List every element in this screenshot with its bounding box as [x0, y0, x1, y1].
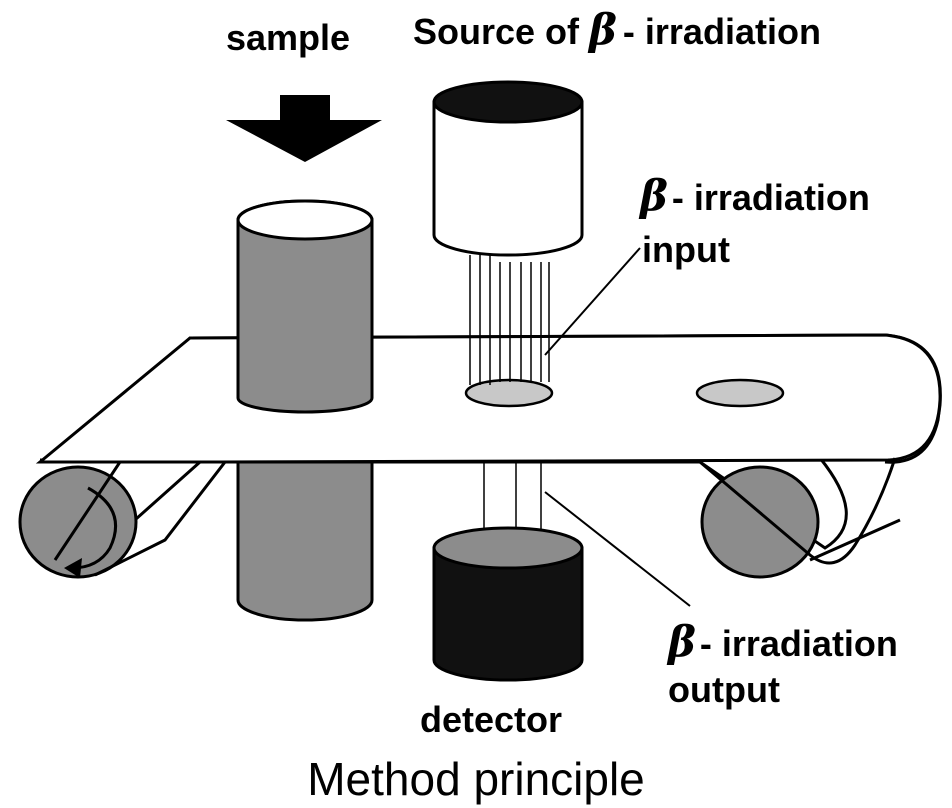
rotate-arrow-icon: [64, 486, 118, 578]
right-roller: [700, 465, 820, 579]
sample-cylinder: [236, 199, 374, 622]
output-leader-line: [544, 491, 691, 607]
belt-hole-measure: [464, 378, 554, 408]
source-cylinder: [432, 80, 584, 257]
input-leader-line: [544, 247, 641, 356]
beta-symbol: β: [587, 5, 617, 54]
detector-cylinder: [432, 526, 584, 682]
source-label: Source of β- irradiation: [413, 5, 821, 54]
input-label-line1: β- irradiation: [638, 171, 870, 220]
output-label-line2: output: [668, 669, 780, 710]
down-arrow-icon: [226, 95, 382, 162]
irradiation-rays-input: [469, 255, 550, 385]
caption: Method principle: [307, 753, 645, 805]
sample-label: sample: [226, 17, 350, 58]
detector-label: detector: [420, 699, 562, 740]
output-label-line1: β- irradiation: [666, 617, 898, 666]
belt-hole-next: [695, 378, 785, 408]
input-label-line2: input: [642, 229, 730, 270]
